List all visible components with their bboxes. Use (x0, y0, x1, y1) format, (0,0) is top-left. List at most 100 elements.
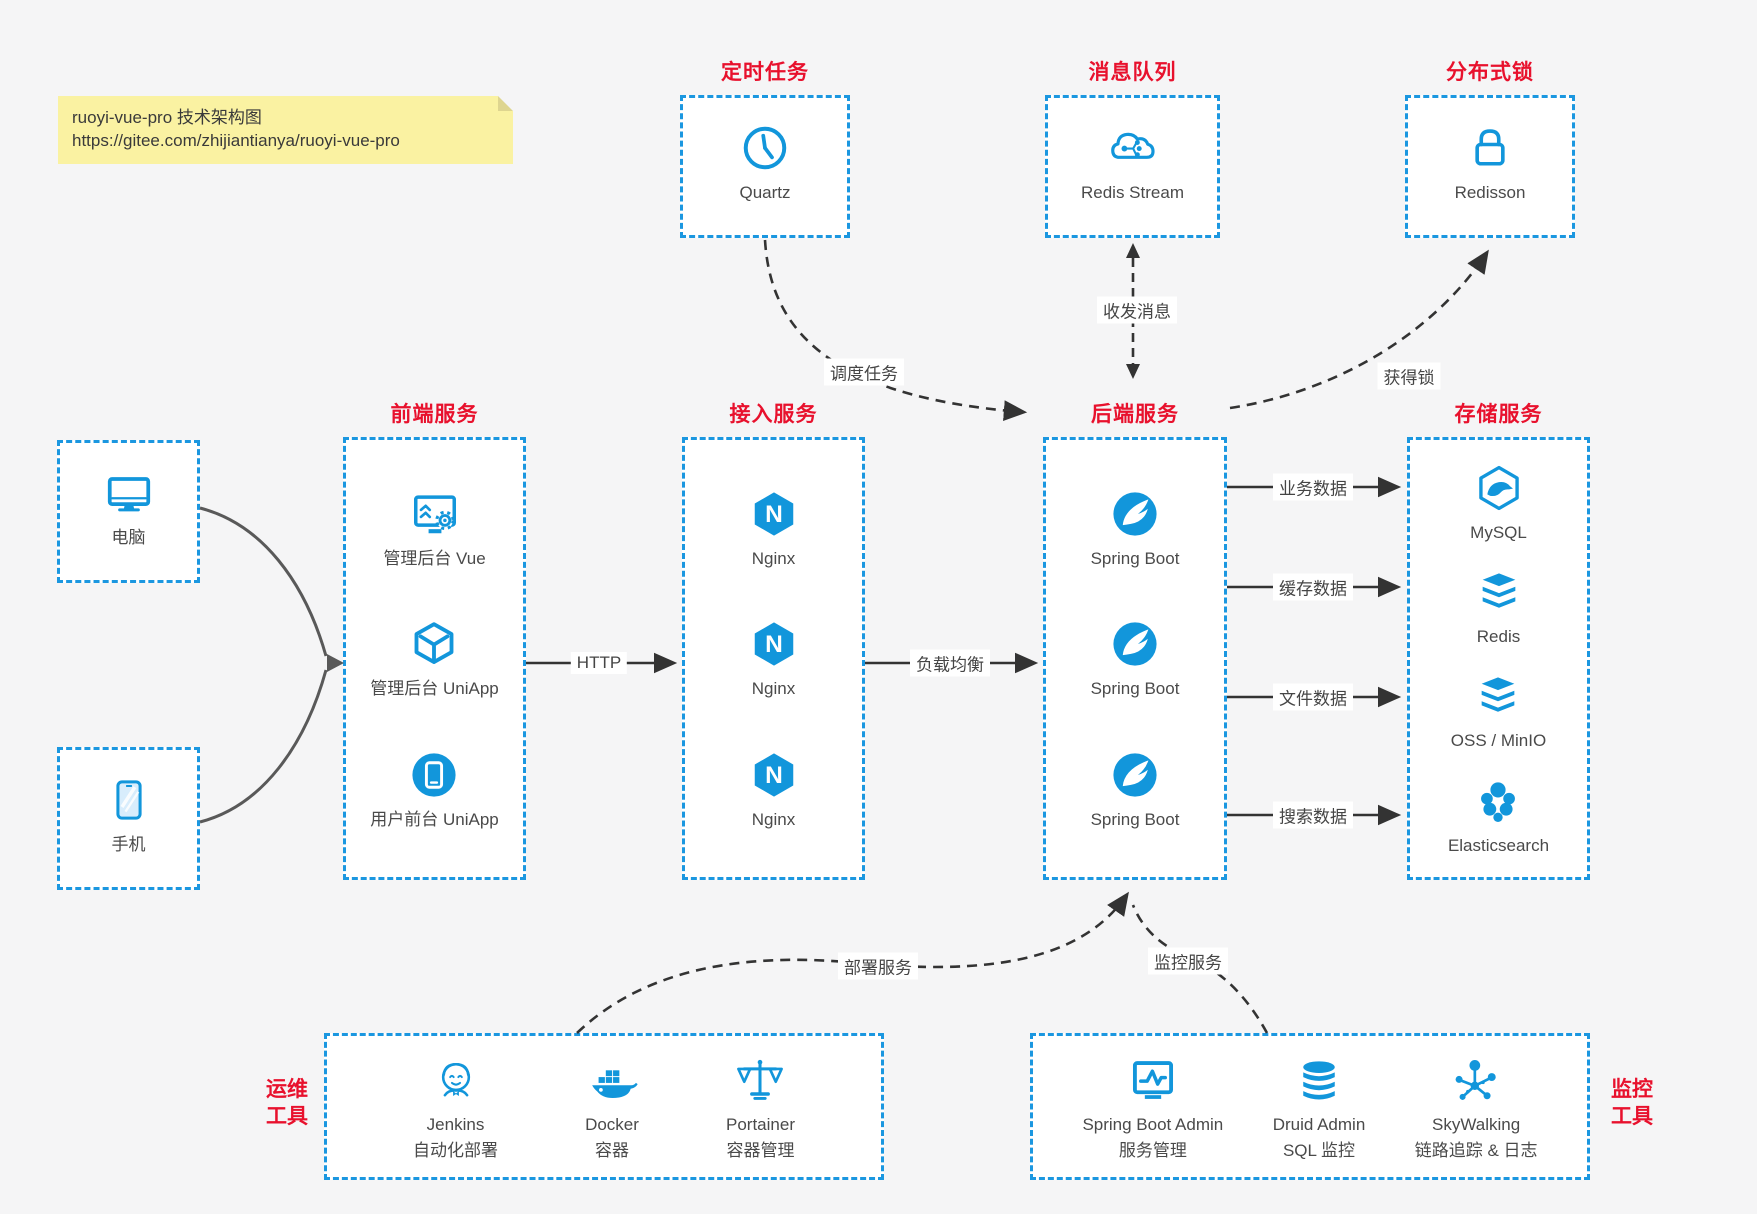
mysql-icon (1471, 460, 1527, 516)
note-fold-corner (498, 96, 513, 111)
edge-label-deploy: 部署服务 (838, 952, 918, 980)
node-nginx: N Nginx (746, 747, 802, 831)
desktop-icon (101, 465, 157, 521)
edge-label-monitor-svc: 监控服务 (1148, 947, 1228, 975)
jenkins-icon (428, 1052, 484, 1108)
connector-mobile-frontend (199, 669, 328, 824)
group-title-scheduled: 定时任务 (721, 61, 809, 84)
node-redis-stack: OSS / MinIO (1451, 668, 1546, 752)
node-sublabel: 容器 (595, 1141, 629, 1161)
node-label: 管理后台 UniApp (370, 679, 499, 699)
group-box-frontend: 管理后台 Vue 管理后台 UniApp 用户前台 UniApp (343, 437, 526, 880)
group-box-mobile: 手机 (57, 747, 200, 890)
druid-icon (1291, 1052, 1347, 1108)
svg-text:N: N (765, 762, 783, 789)
node-label: 手机 (111, 835, 146, 855)
note-title: ruoyi-vue-pro 技术架构图 (72, 108, 262, 127)
group-box-pc: 电脑 (57, 440, 200, 583)
node-admin-vue: 管理后台 Vue (383, 486, 486, 570)
node-label: MySQL (1470, 522, 1527, 542)
admin-vue-icon (407, 486, 463, 542)
edge-label-cache-data: 缓存数据 (1273, 573, 1353, 601)
elasticsearch-icon (1470, 773, 1526, 829)
node-redis-stack: Redis (1471, 564, 1527, 648)
connector-schedule-task (763, 239, 1028, 421)
messaging-arrowhead-up (1126, 243, 1140, 258)
edge-label-schedule: 调度任务 (824, 358, 904, 386)
edge-label-load-balance: 负载均衡 (910, 649, 990, 677)
node-padlock: Redisson (1454, 120, 1526, 204)
group-box-scheduled: Quartz (680, 95, 850, 238)
svg-text:N: N (765, 631, 783, 658)
node-label: Nginx (751, 809, 796, 829)
node-label: SkyWalking (1432, 1114, 1521, 1134)
edge-label-acquire-lock: 获得锁 (1377, 362, 1441, 390)
node-smartphone: 手机 (101, 772, 157, 856)
node-label: Redis Stream (1081, 183, 1184, 203)
node-label: Redisson (1454, 183, 1526, 203)
clock-icon (737, 120, 793, 176)
group-items-mobile: 手机 (60, 750, 197, 887)
edge-label-http: HTTP (570, 652, 628, 674)
group-title-ops: 运维工具 (266, 1077, 308, 1128)
messaging-arrowhead-down (1126, 364, 1140, 379)
node-label: Spring Boot (1090, 679, 1180, 699)
group-title-frontend: 前端服务 (390, 403, 479, 426)
node-cloud-stream: Redis Stream (1081, 120, 1184, 204)
portainer-icon (732, 1052, 788, 1108)
node-label: Spring Boot (1090, 809, 1180, 829)
client-merge-arrowhead (327, 654, 344, 672)
docker-icon (584, 1052, 640, 1108)
group-items-mq: Redis Stream (1048, 98, 1217, 235)
node-label: Redis (1476, 627, 1521, 647)
nginx-icon: N (746, 747, 802, 803)
group-title-mq: 消息队列 (1088, 61, 1177, 84)
note-url: https://gitee.com/zhijiantianya/ruoyi-vu… (72, 131, 400, 150)
group-items-scheduled: Quartz (683, 98, 847, 235)
node-sublabel: 服务管理 (1118, 1141, 1187, 1161)
group-title-monitor: 监控工具 (1611, 1077, 1653, 1128)
group-items-lock: Redisson (1408, 98, 1572, 235)
node-spring: Spring Boot (1091, 486, 1179, 570)
node-nginx: N Nginx (746, 616, 802, 700)
group-title-storage: 存储服务 (1454, 403, 1543, 426)
node-label: Spring Boot Admin (1082, 1114, 1224, 1134)
group-items-frontend: 管理后台 Vue 管理后台 UniApp 用户前台 UniApp (346, 440, 523, 877)
phone-circle-icon (406, 747, 462, 803)
sticky-note: ruoyi-vue-pro 技术架构图 https://gitee.com/zh… (58, 96, 513, 164)
node-label: 电脑 (111, 528, 146, 548)
node-label: 用户前台 UniApp (370, 809, 499, 829)
node-sublabel: 自动化部署 (413, 1141, 498, 1161)
node-spring: Spring Boot (1090, 616, 1180, 700)
node-sublabel: 容器管理 (726, 1141, 795, 1161)
spring-icon (1107, 747, 1163, 803)
node-label: Nginx (751, 679, 796, 699)
nginx-icon: N (746, 486, 802, 542)
node-sublabel: 链路追踪 & 日志 (1414, 1141, 1538, 1161)
node-cube: 管理后台 UniApp (370, 616, 499, 700)
group-items-pc: 电脑 (60, 443, 197, 580)
nginx-icon: N (746, 616, 802, 672)
node-label: 管理后台 Vue (383, 548, 486, 568)
redis-stack-icon (1471, 564, 1527, 620)
node-elasticsearch: Elasticsearch (1448, 773, 1549, 857)
group-title-backend: 后端服务 (1091, 403, 1179, 426)
redis-stack-icon (1470, 668, 1526, 724)
group-title-gateway: 接入服务 (729, 403, 818, 426)
